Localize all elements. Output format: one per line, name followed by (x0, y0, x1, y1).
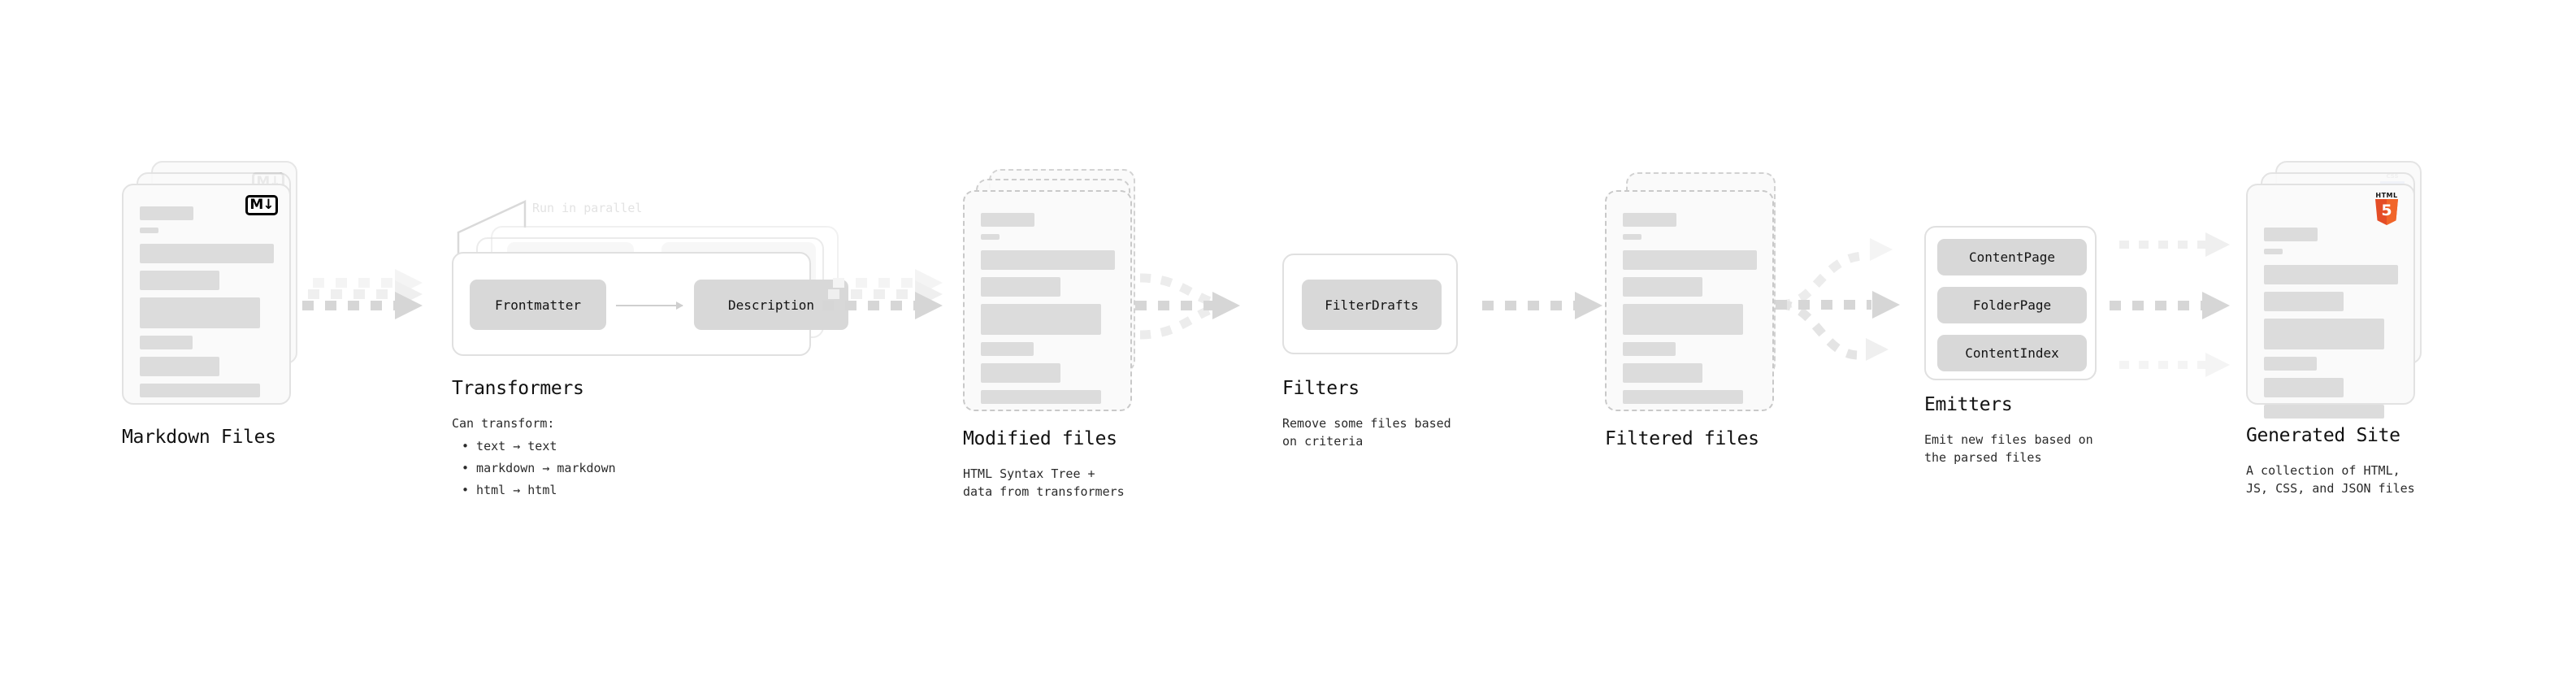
skeleton-bar (140, 336, 193, 349)
markdown-file-card-front: M↓ (122, 184, 291, 405)
modified-files-title: Modified files (963, 428, 1117, 449)
emitters-title: Emitters (1924, 394, 2013, 415)
emitter-pill-contentpage[interactable]: ContentPage (1937, 239, 2087, 275)
run-in-parallel-bracket (457, 200, 527, 254)
skeleton-bar (1623, 390, 1743, 404)
skeleton-content (1623, 213, 1757, 411)
skeleton-bar (1623, 363, 1702, 383)
filters-panel: FilterDrafts (1282, 254, 1458, 354)
flow-arrow (2110, 292, 2230, 319)
filtered-file-card-front (1605, 190, 1774, 411)
skeleton-bar (2264, 357, 2317, 371)
skeleton-bar (981, 234, 1000, 240)
flow-arrow-head (1861, 338, 1889, 361)
transformers-bullet-1: • markdown → markdown (462, 461, 616, 475)
transformer-panel-front: Frontmatter Description (452, 252, 848, 356)
skeleton-bar (981, 342, 1034, 356)
generated-html-card: HTML 5 (2246, 184, 2415, 419)
skeleton-bar (2264, 405, 2384, 419)
skeleton-bar (981, 277, 1060, 297)
transformers-bullet-0: • text → text (462, 439, 557, 453)
converging-flow-arrows (1135, 273, 1225, 340)
transform-inner-arrow (616, 301, 683, 310)
skeleton-bar (981, 213, 1034, 227)
emitter-pill-contentindex[interactable]: ContentIndex (1937, 335, 2087, 371)
flow-arrow (1482, 292, 1602, 319)
skeleton-bar (2264, 228, 2318, 241)
emitters-subtitle: Emit new files based on the parsed files (1924, 432, 2093, 465)
modified-files-subtitle: HTML Syntax Tree + data from transformer… (963, 466, 1125, 499)
skeleton-bar (1623, 234, 1641, 240)
emitter-pill-folderpage[interactable]: FolderPage (1937, 287, 2087, 323)
skeleton-bar (1623, 250, 1757, 270)
flow-arrow (302, 292, 423, 319)
skeleton-bar (2264, 319, 2384, 349)
skeleton-bar (2264, 292, 2344, 311)
generated-site-title: Generated Site (2246, 425, 2400, 446)
skeleton-bar (2264, 378, 2344, 397)
skeleton-bar (140, 297, 260, 328)
skeleton-bar (2264, 249, 2283, 254)
html5-icon: HTML 5 (2371, 193, 2402, 227)
modified-file-card-front (963, 190, 1132, 411)
transformers-subtitle: Can transform: (452, 416, 555, 431)
skeleton-bar (981, 390, 1101, 404)
skeleton-bar (140, 244, 274, 263)
skeleton-content (140, 206, 274, 405)
filters-title: Filters (1282, 378, 1360, 399)
skeleton-bar (981, 304, 1101, 335)
skeleton-bar (140, 357, 219, 376)
html5-shield: 5 (2375, 199, 2398, 225)
generated-site-subtitle: A collection of HTML, JS, CSS, and JSON … (2246, 463, 2415, 496)
skeleton-bar (140, 384, 260, 397)
emitters-panel: ContentPage FolderPage ContentIndex (1924, 226, 2097, 380)
filter-pill-filterdrafts[interactable]: FilterDrafts (1302, 280, 1442, 330)
diverging-flow-arrows (1776, 251, 1871, 360)
markdown-icon: M↓ (245, 195, 278, 215)
skeleton-bar (1623, 304, 1743, 335)
flow-arrow (822, 292, 943, 319)
flow-arrow-head (1865, 238, 1893, 261)
flow-arrow-head (1211, 292, 1240, 319)
skeleton-bar (1623, 277, 1702, 297)
flow-arrow (2119, 353, 2230, 377)
skeleton-bar (2264, 265, 2398, 284)
flow-arrow-head (1871, 291, 1900, 319)
transformer-pill-frontmatter[interactable]: Frontmatter (470, 280, 606, 330)
skeleton-content (981, 213, 1115, 411)
skeleton-bar (1623, 213, 1676, 227)
markdown-files-title: Markdown Files (122, 427, 276, 448)
skeleton-bar (981, 363, 1060, 383)
flow-arrow (2119, 232, 2230, 257)
transformers-title: Transformers (452, 378, 584, 399)
run-in-parallel-label: Run in parallel (532, 201, 643, 215)
skeleton-bar (1623, 342, 1676, 356)
skeleton-content (2264, 228, 2398, 426)
skeleton-bar (140, 228, 158, 233)
filters-subtitle: Remove some files based on criteria (1282, 416, 1451, 449)
skeleton-bar (140, 271, 219, 290)
skeleton-bar (981, 250, 1115, 270)
filtered-files-title: Filtered files (1605, 428, 1759, 449)
skeleton-bar (140, 206, 193, 220)
transformers-bullet-2: • html → html (462, 483, 557, 497)
